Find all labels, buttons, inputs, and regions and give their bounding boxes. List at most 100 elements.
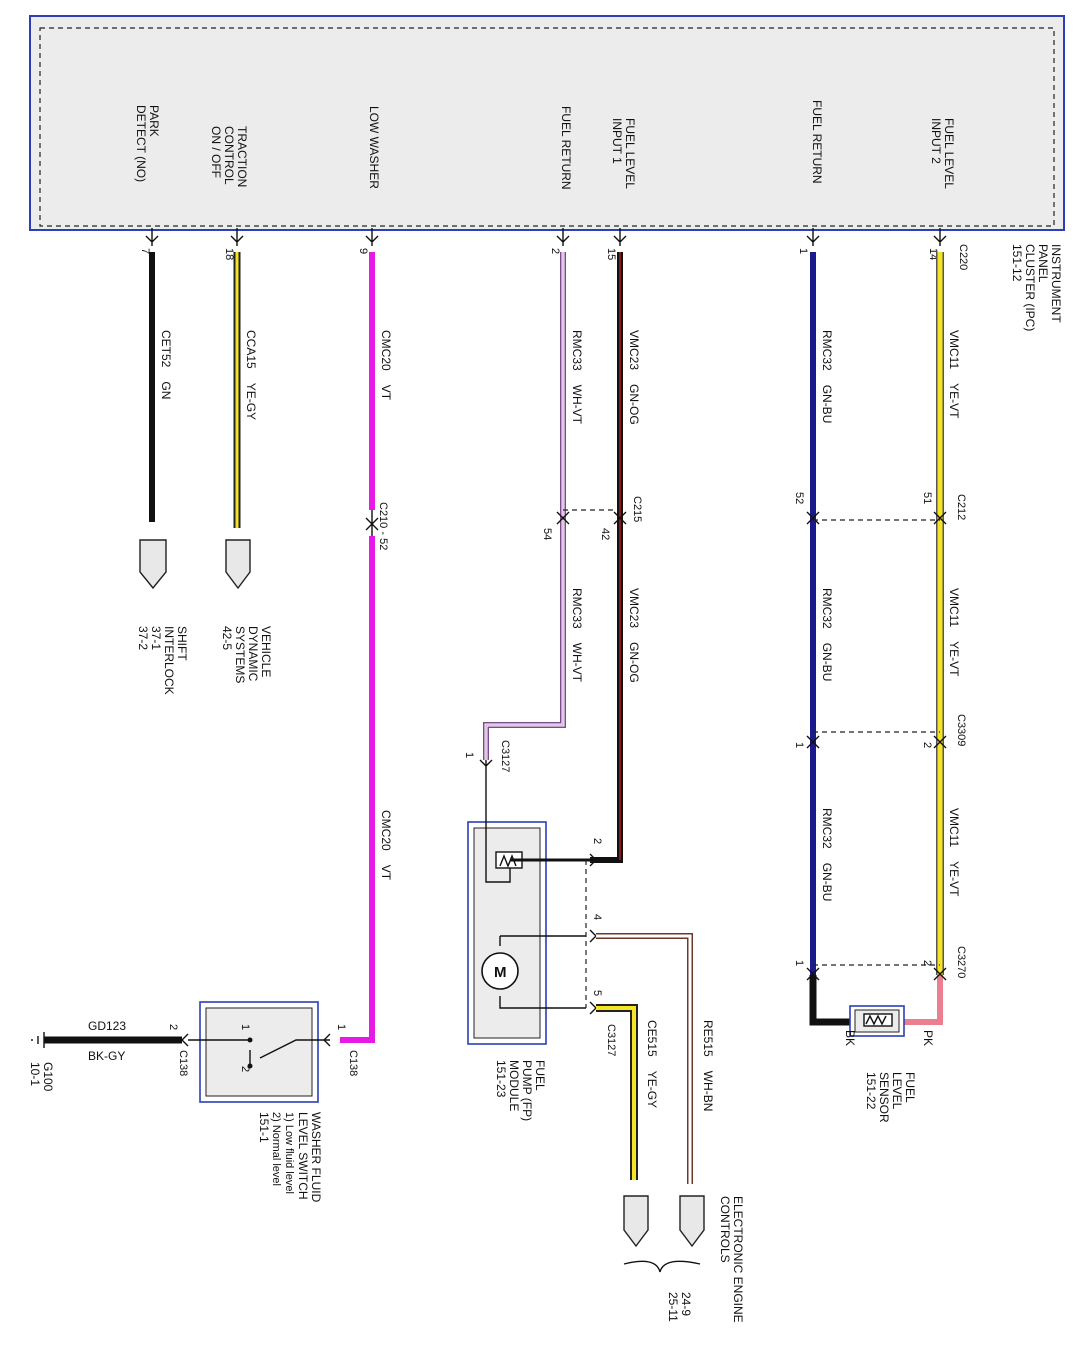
c3127-pin-1: 1 [463, 752, 475, 758]
svg-text:CLUSTER (IPC): CLUSTER (IPC) [1023, 244, 1037, 331]
fuel-pump-name: FUEL PUMP (FP) MODULE 151-23 [494, 1060, 547, 1121]
input-label-fuel-level-1a: FUEL LEVEL [623, 118, 637, 189]
c215-pin-54: 54 [541, 528, 553, 540]
label-vmc11c-color: YE-VT [947, 861, 961, 897]
fuel-pump-module: M [467, 790, 590, 1045]
wire-re515 [596, 933, 693, 1184]
svg-text:WASHER FLUID: WASHER FLUID [309, 1112, 323, 1203]
svg-text:CONTROLS: CONTROLS [718, 1196, 732, 1263]
label-cca15-color: YE-GY [244, 383, 258, 420]
svg-text:37-1: 37-1 [149, 626, 163, 650]
c3309-pin-1: 1 [793, 742, 805, 748]
svg-text:151-12: 151-12 [1010, 244, 1024, 282]
label-cmc20-circuit: CMC20 [379, 330, 393, 371]
svg-text:SYSTEMS: SYSTEMS [233, 626, 247, 683]
svg-text:CMC20VT: CMC20VT [379, 810, 393, 881]
destination-shift-interlock: SHIFT INTERLOCK 37-1 37-2 [136, 539, 189, 695]
label-cet52-circuit: CET52 [159, 330, 173, 368]
ground-g100: G100 10-1 [28, 1032, 55, 1092]
label-rmc32c-color: GN-BU [820, 863, 834, 902]
svg-text:ELECTRONIC ENGINE: ELECTRONIC ENGINE [731, 1196, 745, 1323]
svg-text:VMC11YE-VT: VMC11YE-VT [947, 330, 961, 419]
pin-2: 2 [549, 248, 561, 254]
svg-text:SHIFT: SHIFT [175, 626, 189, 661]
svg-text:VEHICLE: VEHICLE [259, 626, 273, 677]
c212-pin-51: 51 [921, 492, 933, 504]
c138-pin-2: 2 [167, 1024, 179, 1030]
c210-label: C210 - 52 [377, 502, 389, 550]
label-vmc23b-color: GN-OG [627, 642, 641, 683]
c3270-label: C3270 [955, 946, 967, 978]
c3270-pin-1: 1 [793, 960, 805, 966]
c212-label: C212 [955, 494, 967, 520]
input-label-fuel-return-1: FUEL RETURN [559, 106, 573, 190]
ipc-connector-label: C220 [957, 244, 969, 270]
label-ce515-color: YE-GY [645, 1071, 659, 1108]
label-gd123-circuit: GD123 [88, 1019, 126, 1033]
input-label-fuel-level-2b: INPUT 2 [929, 118, 943, 164]
label-cet52-color: GN [159, 381, 173, 399]
label-vmc23-color: GN-OG [627, 384, 641, 425]
c3270-pin-2: 2 [921, 960, 933, 966]
label-rmc32b-color: GN-BU [820, 643, 834, 682]
input-label-fuel-level-2a: FUEL LEVEL [942, 118, 956, 189]
c210-chevron [365, 510, 379, 536]
svg-text:CMC20VT: CMC20VT [379, 330, 393, 401]
label-vmc11b-circuit: VMC11 [947, 588, 961, 627]
svg-text:CET52GN: CET52GN [159, 330, 173, 399]
label-ce515-circuit: CE515 [645, 1020, 659, 1057]
c215-pin-42: 42 [599, 528, 611, 540]
svg-text:VMC11YE-VT: VMC11YE-VT [947, 808, 961, 897]
svg-text:RMC33WH-VT: RMC33WH-VT [570, 588, 584, 683]
fp-pin-5: 5 [591, 990, 603, 996]
pin-7: 7 [139, 248, 151, 254]
input-label-traction-3: ON / OFF [209, 126, 223, 178]
label-vmc23-circuit: VMC23 [627, 330, 641, 370]
ipc-input-labels: PARK DETECT (NO) TRACTION CONTROL ON / O… [134, 100, 956, 190]
vmc11-chevrons [933, 511, 947, 981]
label-vmc23b-circuit: VMC23 [627, 588, 641, 628]
motor-symbol: M [494, 964, 507, 981]
svg-text:42-5: 42-5 [220, 626, 234, 650]
label-vmc11c-circuit: VMC11 [947, 808, 961, 847]
fuel-pump-pins: 2 4 5 [591, 838, 603, 996]
svg-text:RE515WH-BN: RE515WH-BN [701, 1020, 715, 1111]
pin-1: 1 [797, 248, 809, 254]
sensor-lead-pk: PK [921, 1030, 935, 1046]
svg-text:DYNAMIC: DYNAMIC [246, 626, 260, 682]
wire-rmc32 [809, 252, 852, 1026]
washer-fluid-switch: 1 2 WASHER FLUID LEVEL SWITCH 1) Low flu… [181, 1001, 331, 1203]
fp-pin-2: 2 [591, 838, 603, 844]
input-label-fuel-return-2: FUEL RETURN [810, 100, 824, 184]
label-rmc32-color: GN-BU [820, 385, 834, 424]
sensor-lead-bk: BK [843, 1030, 857, 1046]
c3127-chevron [479, 759, 493, 790]
svg-text:VMC23GN-OG: VMC23GN-OG [627, 330, 641, 425]
label-rmc32b-circuit: RMC32 [820, 588, 834, 629]
input-label-park-1: PARK [147, 105, 161, 137]
svg-text:SENSOR: SENSOR [877, 1072, 891, 1123]
c3127-label-bottom: C3127 [605, 1024, 617, 1056]
connector-labels: C210 - 52 C215 54 42 C212 52 51 C3309 1 … [167, 492, 967, 1076]
c212-pin-52: 52 [793, 492, 805, 504]
c138-label-right: C138 [347, 1050, 359, 1076]
svg-text:10-1: 10-1 [28, 1062, 42, 1086]
wire-labels: CET52GN CCA15YE-GY CMC20VT CMC20VT RMC33… [159, 330, 961, 1111]
label-rmc32c-circuit: RMC32 [820, 808, 834, 849]
svg-text:24-9: 24-9 [679, 1292, 693, 1316]
wire-ce515 [596, 1004, 638, 1180]
switch-contact-1: 1 [239, 1024, 251, 1030]
label-vmc11-color: YE-VT [947, 383, 961, 419]
svg-text:INSTRUMENT: INSTRUMENT [1049, 244, 1063, 323]
label-rmc32-circuit: RMC32 [820, 330, 834, 371]
svg-text:151-22: 151-22 [864, 1072, 878, 1110]
svg-text:CCA15YE-GY: CCA15YE-GY [244, 330, 258, 420]
input-label-low-washer: LOW WASHER [367, 106, 381, 189]
c215-chevron-b [613, 511, 627, 525]
label-cmc20b-circuit: CMC20 [379, 810, 393, 851]
svg-text:37-2: 37-2 [136, 626, 150, 650]
label-cmc20-color: VT [379, 385, 393, 401]
svg-text:LEVEL: LEVEL [890, 1072, 904, 1110]
label-rmc33-circuit: RMC33 [570, 330, 584, 371]
